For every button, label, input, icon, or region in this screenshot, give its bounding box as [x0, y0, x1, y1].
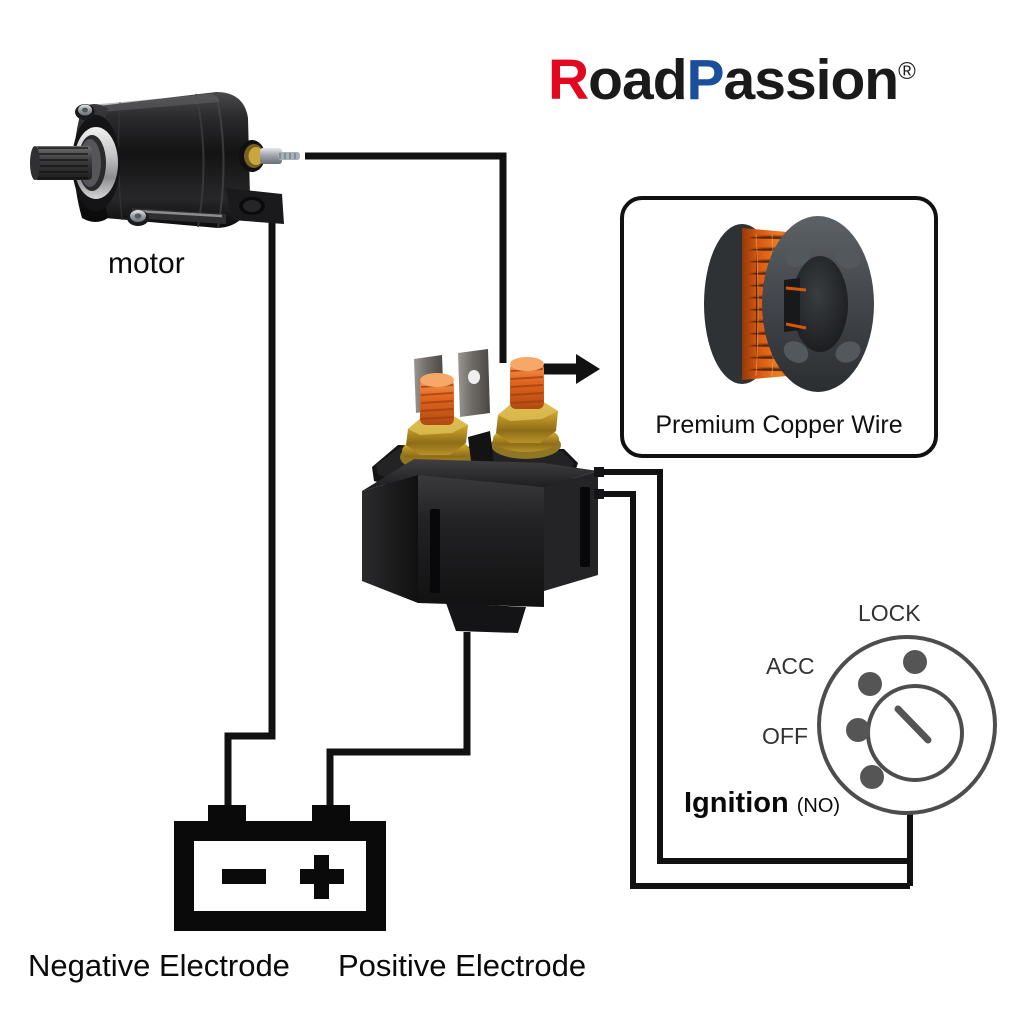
motor-mount-flange	[226, 188, 284, 224]
ignition-label: Ignition (NO)	[684, 787, 840, 820]
spool-front-flange	[762, 216, 874, 392]
brand-logo-oad: oad	[588, 48, 687, 112]
brand-logo-p: P	[686, 48, 725, 112]
relay-blade-tab-center	[458, 349, 490, 417]
relay-terminal-right	[491, 357, 561, 459]
relay-terminal-right-bolt	[510, 357, 544, 409]
motor-label: motor	[108, 247, 185, 280]
ignition-dot-lock	[903, 650, 927, 674]
ignition-dot-start	[860, 765, 884, 789]
ignition-dot-off	[846, 718, 870, 742]
wire-motor-to-battery-negative	[224, 215, 276, 816]
ignition-inner-ring	[866, 684, 964, 782]
relay-center-riser	[468, 431, 494, 469]
copper-wire-spool-icon	[660, 212, 910, 402]
ignition-label-main: Ignition	[684, 787, 789, 819]
motor-body	[77, 92, 250, 229]
starter-motor	[20, 78, 300, 246]
premium-copper-wire-callout: Premium Copper Wire	[620, 196, 938, 458]
relay-spade-tab-upper	[594, 467, 604, 477]
brand-logo-r: R	[548, 48, 589, 112]
registered-trademark-icon: ®	[898, 58, 916, 85]
ignition-position-dots	[846, 650, 927, 789]
battery-minus-symbol	[222, 869, 266, 884]
ignition-label-note: (NO)	[796, 795, 841, 817]
motor-bolt-top	[75, 104, 95, 120]
wire-relay-to-battery-positive	[326, 632, 471, 816]
negative-electrode-label: Negative Electrode	[28, 948, 290, 983]
starter-relay	[358, 345, 610, 633]
battery	[170, 805, 390, 933]
relay-body	[362, 459, 598, 633]
positive-electrode-label: Positive Electrode	[338, 948, 587, 983]
motor-brush-band	[132, 208, 226, 224]
relay-terminal-left-bolt	[420, 373, 454, 425]
ignition-switch	[812, 630, 1002, 820]
ignition-label-off: OFF	[762, 723, 808, 749]
motor-terminal-stud	[239, 140, 300, 172]
ignition-key-slot-icon	[894, 705, 932, 744]
brand-logo: RoadPassion®	[548, 52, 916, 109]
battery-negative-terminal	[208, 805, 246, 825]
callout-title: Premium Copper Wire	[655, 411, 903, 439]
battery-positive-terminal	[312, 805, 350, 825]
ignition-label-lock: LOCK	[858, 600, 921, 626]
battery-plus-symbol	[300, 855, 344, 899]
ignition-dot-acc	[858, 672, 882, 696]
ignition-label-acc: ACC	[766, 653, 815, 679]
brand-logo-assion: assion	[723, 48, 900, 112]
relay-spade-tab-lower	[594, 489, 604, 499]
wire-motor-to-relay	[305, 152, 507, 363]
motor-splined-shaft	[30, 146, 92, 180]
motor-bolt-bottom	[127, 210, 149, 226]
